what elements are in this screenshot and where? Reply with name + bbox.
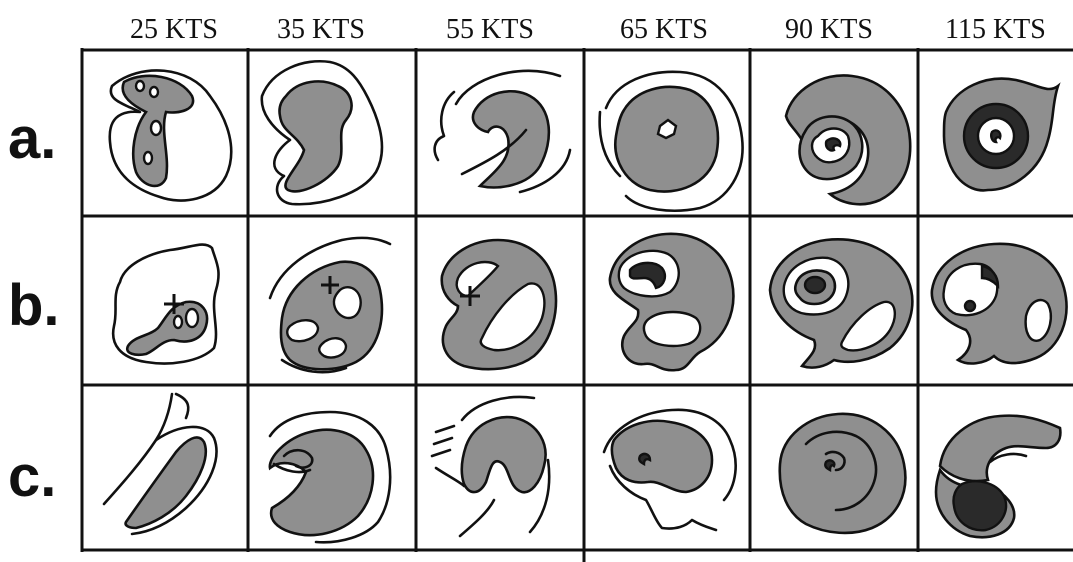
cell-b-115-kts bbox=[932, 244, 1067, 364]
cell-a-115-kts bbox=[944, 79, 1058, 191]
cell-c-90-kts bbox=[780, 414, 906, 533]
cell-b-35-kts bbox=[270, 238, 390, 372]
cell-a-55-kts bbox=[435, 71, 570, 192]
cell-c-35-kts bbox=[270, 412, 390, 542]
cell-c-25-kts bbox=[104, 394, 216, 534]
cell-a-90-kts bbox=[786, 75, 910, 204]
row-headers: a. b. c. bbox=[8, 106, 60, 509]
column-header-115-kts: 115 KTS bbox=[945, 14, 1046, 45]
cell-b-65-kts bbox=[610, 234, 734, 370]
column-header-55-kts: 55 KTS bbox=[446, 14, 534, 45]
grid bbox=[82, 48, 1073, 562]
cell-c-115-kts bbox=[936, 416, 1060, 538]
cell-b-90-kts bbox=[770, 239, 912, 367]
column-headers: 25 KTS 35 KTS 55 KTS 65 KTS 90 KTS 115 K… bbox=[130, 14, 1046, 45]
column-header-90-kts: 90 KTS bbox=[785, 14, 873, 45]
cell-b-25-kts bbox=[113, 245, 218, 364]
cell-b-55-kts bbox=[442, 240, 556, 369]
row-header-b: b. bbox=[8, 273, 60, 338]
row-header-c: c. bbox=[8, 444, 56, 509]
cell-a-25-kts bbox=[110, 70, 231, 200]
cell-a-65-kts bbox=[600, 72, 743, 211]
column-header-65-kts: 65 KTS bbox=[620, 14, 708, 45]
cell-c-65-kts bbox=[604, 410, 736, 530]
cell-c-55-kts bbox=[432, 397, 549, 536]
row-header-a: a. bbox=[8, 106, 56, 171]
column-header-35-kts: 35 KTS bbox=[277, 14, 365, 45]
column-header-25-kts: 25 KTS bbox=[130, 14, 218, 45]
cell-a-35-kts bbox=[262, 61, 382, 204]
